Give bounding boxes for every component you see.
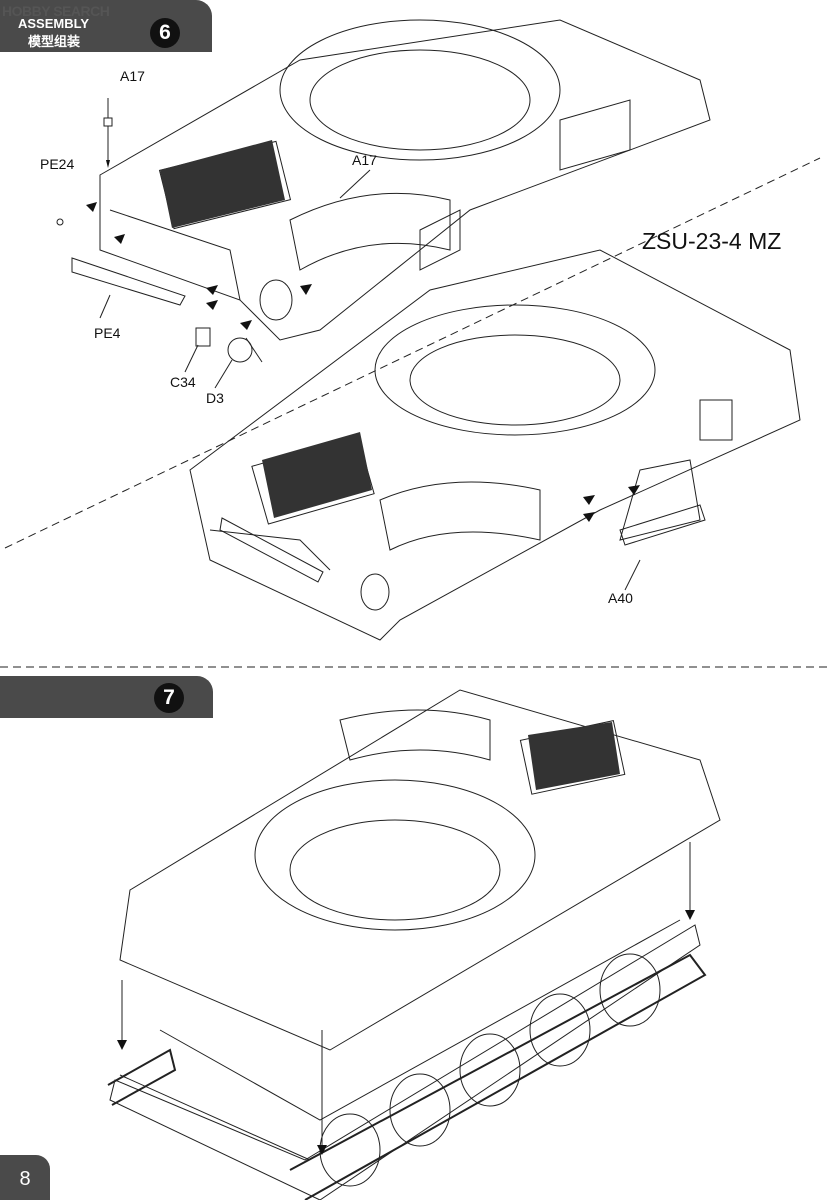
upper-hull-exploded (99, 19, 711, 341)
part-label-a17-center: A17 (352, 152, 377, 168)
assembly-arrows (86, 160, 695, 1155)
step-7-number: 7 (154, 683, 184, 713)
pe24-part (56, 218, 64, 226)
step-divider-diagonal (4, 157, 821, 549)
vehicle-title: ZSU-23-4 MZ (642, 228, 782, 254)
track-step7 (107, 953, 707, 1200)
upper-hull-step7 (119, 689, 721, 1051)
watermark: HOBBY SEARCH (2, 3, 110, 19)
page-number: 8 (0, 1155, 50, 1200)
a40-part (619, 504, 706, 546)
part-label-pe4: PE4 (94, 325, 121, 341)
upper-hull-assembled (189, 249, 801, 641)
part-label-pe24: PE24 (40, 156, 75, 172)
d3-part (227, 337, 253, 363)
part-label-c34: C34 (170, 374, 196, 390)
part-label-a17-left: A17 (120, 68, 145, 84)
engine-grille-panels (160, 140, 620, 790)
part-label-d3: D3 (206, 390, 224, 406)
pe4-mesh-part (71, 257, 186, 306)
a17-part-left (103, 117, 113, 127)
part-label-a40: A40 (608, 590, 633, 606)
assembly-label-zh: 模型组装 (28, 34, 81, 49)
assembly-label-en: ASSEMBLY (18, 16, 90, 31)
step-6-number: 6 (150, 18, 180, 48)
c34-part (195, 327, 211, 347)
